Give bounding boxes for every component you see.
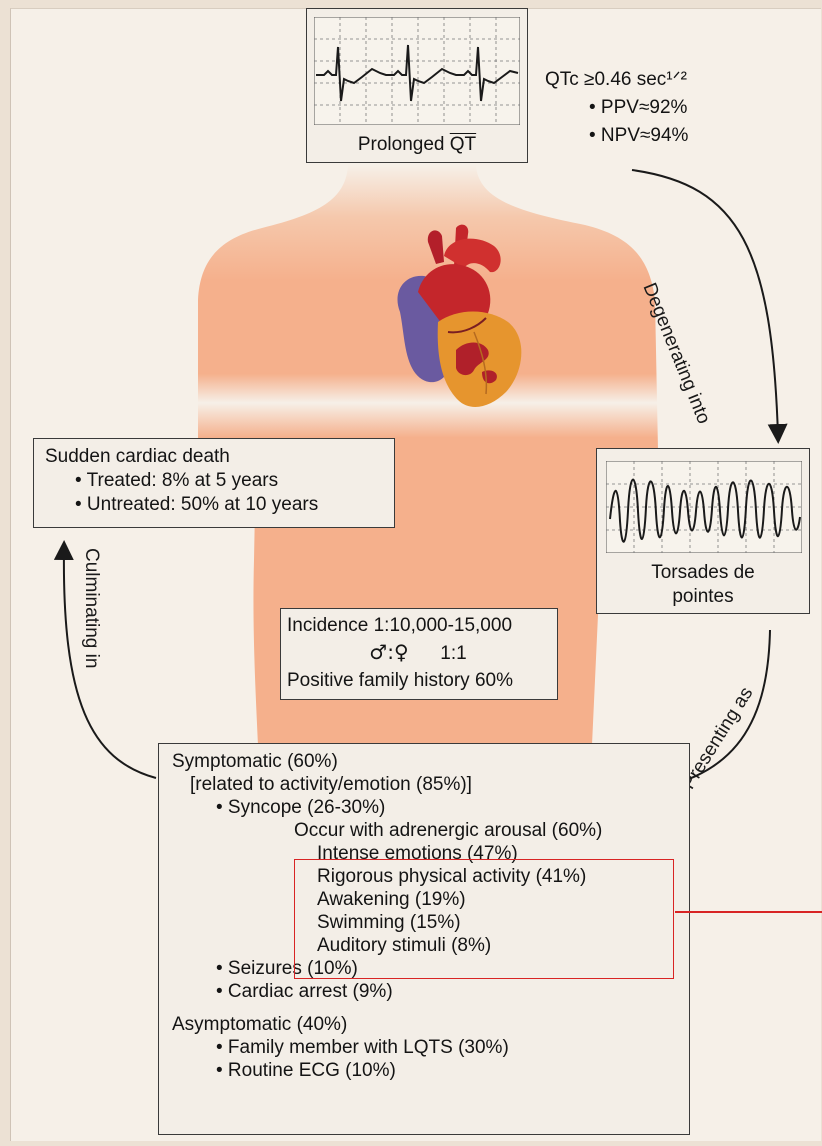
highlight-pointer-line [675, 911, 822, 913]
syncope-item: • Syncope (26-30%) [172, 796, 689, 819]
symptomatic-related: [related to activity/emotion (85%)] [172, 773, 689, 796]
torsades-caption-line2: pointes [597, 585, 809, 609]
torsades-caption: Torsades de pointes [597, 561, 809, 609]
sex-ratio-value: 1:1 [440, 643, 466, 664]
cardiac-arrest-item: • Cardiac arrest (9%) [172, 980, 689, 1003]
torsades-caption-line1: Torsades de [597, 561, 809, 585]
scd-title: Sudden cardiac death [45, 445, 394, 469]
sudden-cardiac-death-box: Sudden cardiac death • Treated: 8% at 5 … [33, 438, 395, 528]
sex-symbols: ♂:♀ [369, 640, 408, 664]
family-history: Positive family history 60% [287, 667, 557, 694]
torsades-box: Torsades de pointes [596, 448, 810, 614]
scd-untreated: • Untreated: 50% at 10 years [45, 493, 394, 517]
incidence-box: Incidence 1:10,000-15,000 ♂:♀ 1:1 Positi… [280, 608, 558, 700]
torsades-trace [606, 461, 802, 553]
asymptomatic-title: Asymptomatic (40%) [172, 1013, 689, 1036]
label-culminating-in: Culminating in [80, 548, 102, 668]
scd-treated: • Treated: 8% at 5 years [45, 469, 394, 493]
adrenergic-arousal: Occur with adrenergic arousal (60%) [172, 819, 689, 842]
highlight-box [294, 859, 674, 979]
routine-ecg-item: • Routine ECG (10%) [172, 1059, 689, 1082]
arrow-culminating [64, 548, 156, 778]
incidence-rate: Incidence 1:10,000-15,000 [287, 612, 557, 639]
sex-ratio: ♂:♀ 1:1 [287, 639, 557, 667]
family-member-item: • Family member with LQTS (30%) [172, 1036, 689, 1059]
symptomatic-title: Symptomatic (60%) [172, 750, 689, 773]
